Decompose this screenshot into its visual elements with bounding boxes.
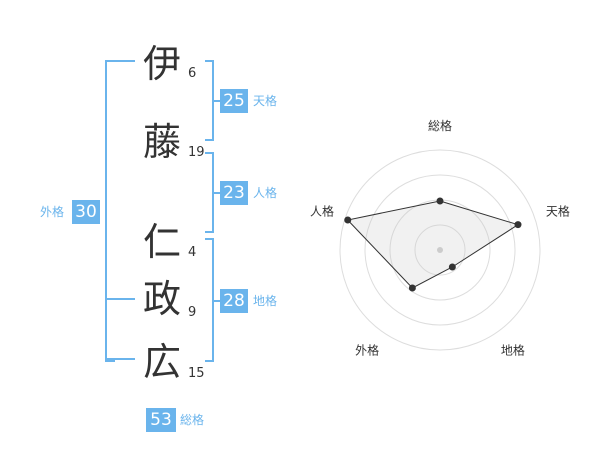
radar-axis-label-4: 外格	[355, 342, 379, 357]
radar-center-point	[437, 247, 443, 253]
radar-axis-label-1: 総格	[428, 118, 452, 133]
name-char-3: 仁	[142, 220, 181, 264]
gaikaku-bracket-tick-mid	[107, 298, 135, 300]
radar-ring-1	[414, 224, 466, 276]
jinkaku-badge: 23	[220, 181, 248, 205]
jinkaku-bracket-tick	[212, 192, 220, 194]
radar-point-1	[436, 197, 444, 205]
radar-ring-3	[364, 174, 516, 326]
radar-axis-label-3: 地格	[501, 342, 525, 357]
name-char-1: 伊	[142, 42, 181, 86]
gaikaku-bracket-tick-bottom	[107, 358, 135, 360]
name-char-4: 政	[142, 277, 181, 321]
radar-point-4	[408, 284, 416, 292]
stroke-count-5: 15	[188, 366, 205, 381]
radar-point-2	[514, 221, 522, 229]
stroke-count-3: 4	[188, 245, 197, 260]
chikaku-badge: 28	[220, 289, 248, 313]
gaikaku-bracket	[105, 60, 115, 362]
soukaku-label: 総格	[180, 413, 205, 427]
radar-axis-label-5: 人格	[310, 204, 334, 219]
stroke-count-2: 19	[188, 145, 205, 160]
radar-point-3	[448, 263, 456, 271]
gaikaku-bracket-tick-top	[107, 60, 135, 62]
name-char-2: 藤	[142, 120, 181, 164]
chikaku-label: 地格	[253, 294, 278, 308]
chikaku-bracket-tick	[212, 300, 220, 302]
gaikaku-badge: 30	[72, 200, 100, 224]
tenkaku-label: 天格	[253, 94, 278, 108]
jinkaku-label: 人格	[253, 186, 278, 200]
tenkaku-bracket-tick	[212, 100, 220, 102]
radar-ring-4	[339, 149, 541, 351]
radar-area	[346, 200, 520, 289]
name-char-5: 広	[142, 340, 181, 384]
stroke-count-4: 9	[188, 305, 197, 320]
tenkaku-badge: 25	[220, 89, 248, 113]
stroke-count-1: 6	[188, 66, 197, 81]
gaikaku-label: 外格	[40, 205, 65, 219]
radar-point-5	[344, 216, 352, 224]
radar-axis-label-2: 天格	[546, 204, 570, 219]
soukaku-badge: 53	[146, 408, 176, 432]
